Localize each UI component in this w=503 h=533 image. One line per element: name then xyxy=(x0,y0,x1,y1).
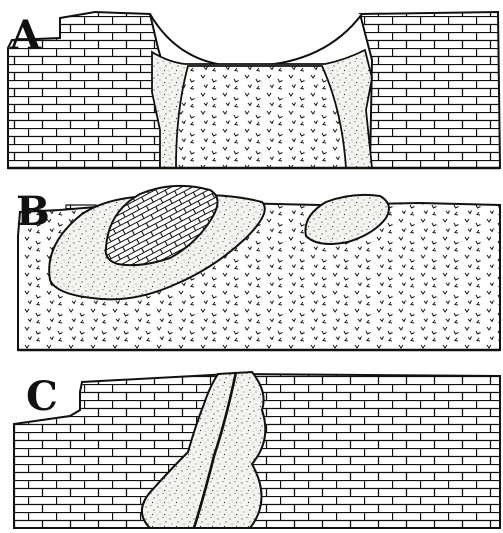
panel-a-label: A xyxy=(10,16,41,56)
panel-a xyxy=(8,12,500,168)
panel-c-label: C xyxy=(26,377,58,417)
panel-c xyxy=(14,372,500,528)
panel-b-label: B xyxy=(16,192,50,232)
panel-b xyxy=(18,186,500,350)
panel-a-crater-bowl xyxy=(150,14,362,66)
panel-a-right-strata xyxy=(360,12,500,168)
panel-a-volcanic-core xyxy=(176,66,346,168)
